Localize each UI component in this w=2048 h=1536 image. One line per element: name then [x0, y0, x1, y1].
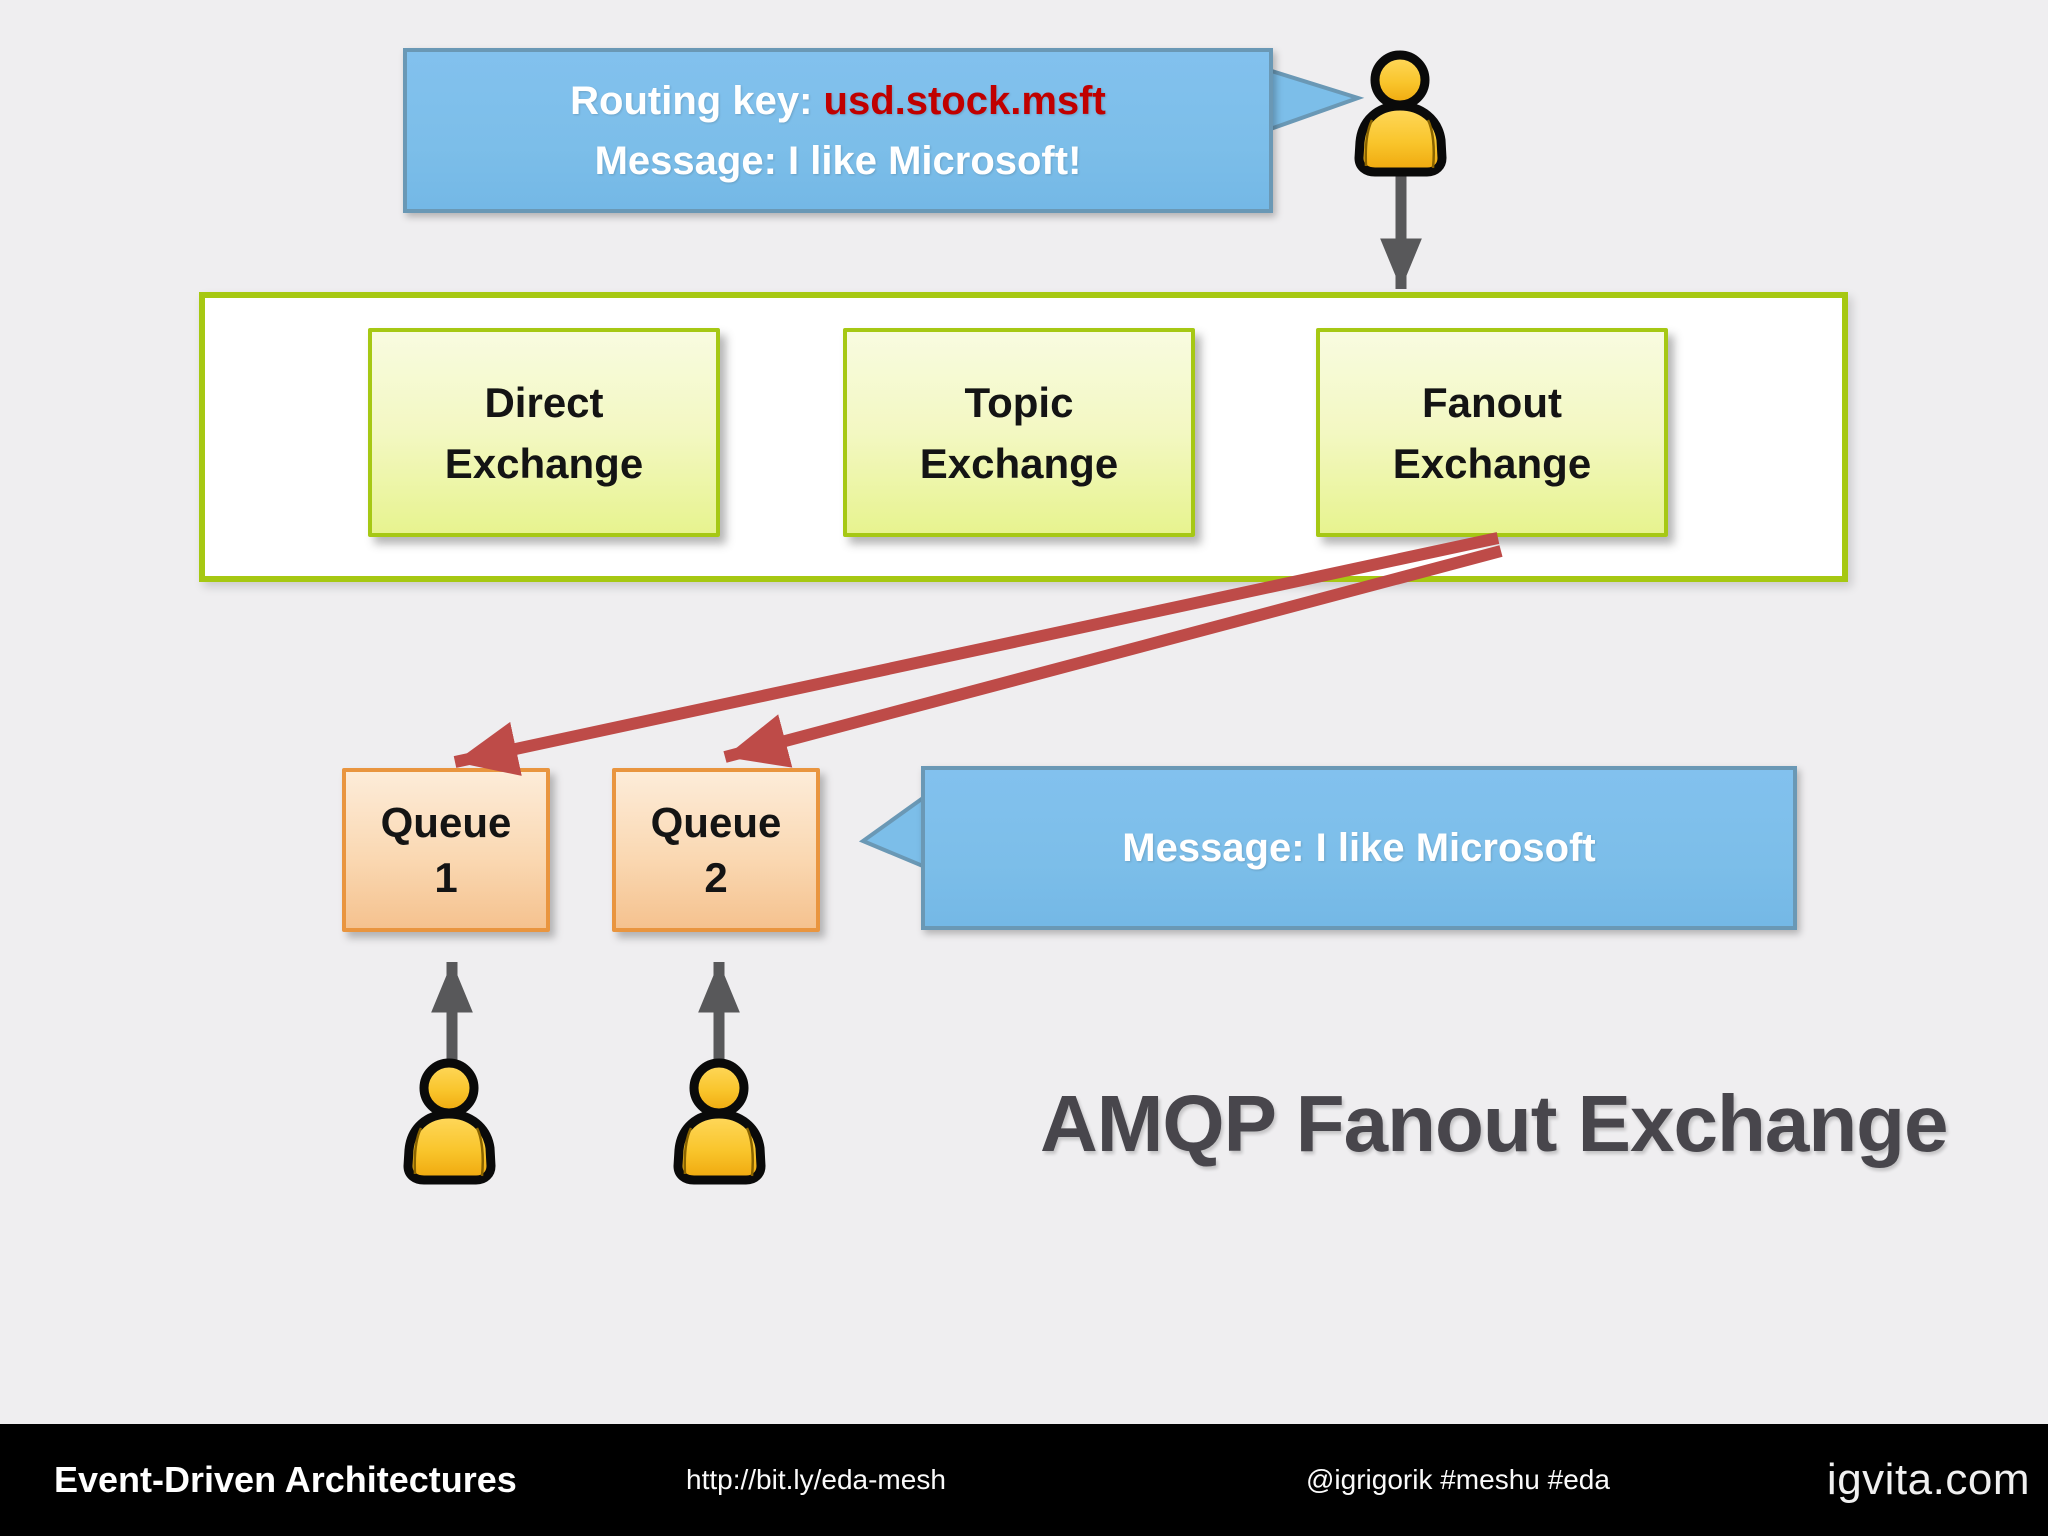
message-callout-bubble: Message: I like Microsoft: [921, 766, 1797, 930]
fanout-exchange-box: Fanout Exchange: [1316, 328, 1668, 537]
publisher-callout-bubble: Routing key: usd.stock.msft Message: I l…: [403, 48, 1273, 213]
consumer-person-icon-2: [678, 1063, 761, 1180]
consumer-person-icon-1: [408, 1063, 491, 1180]
topic-exchange-label-line2: Exchange: [919, 439, 1119, 487]
footer-bar: Event-Driven Architectures http://bit.ly…: [0, 1424, 2048, 1536]
queue-1-box: Queue 1: [342, 768, 550, 932]
footer-brand: Event-Driven Architectures: [54, 1459, 517, 1500]
message-callout-text: Message: I like Microsoft: [1122, 826, 1596, 870]
queue-1-label-line2: 1: [434, 854, 458, 901]
queue-1-label-line1: Queue: [380, 799, 512, 846]
publisher-message-line: Message: I like Microsoft!: [594, 138, 1082, 183]
routing-key-label: Routing key:: [570, 78, 824, 123]
footer-tags: @igrigorik #meshu #eda: [1306, 1464, 1610, 1495]
topic-exchange-box: Topic Exchange: [843, 328, 1195, 537]
footer-site-logo: igvita.com: [1826, 1455, 2030, 1504]
queue-2-label-line2: 2: [704, 854, 728, 901]
direct-exchange-label-line2: Exchange: [444, 439, 644, 487]
routing-key-line: Routing key: usd.stock.msft: [570, 71, 1106, 131]
direct-exchange-box: Direct Exchange: [368, 328, 720, 537]
message-callout-tail: [858, 789, 932, 873]
fanout-exchange-label-line2: Exchange: [1392, 439, 1592, 487]
slide-title: AMQP Fanout Exchange: [1040, 1079, 1949, 1168]
direct-exchange-label-line1: Direct: [484, 378, 604, 426]
queue-2-label-line1: Queue: [650, 799, 782, 846]
publisher-person-icon: [1359, 55, 1442, 172]
footer-url: http://bit.ly/eda-mesh: [686, 1464, 946, 1495]
routing-key-value: usd.stock.msft: [823, 78, 1106, 123]
publisher-callout-tail: [1260, 65, 1365, 135]
topic-exchange-label-line1: Topic: [964, 378, 1074, 426]
queue-2-box: Queue 2: [612, 768, 820, 932]
fanout-exchange-label-line1: Fanout: [1422, 378, 1562, 426]
